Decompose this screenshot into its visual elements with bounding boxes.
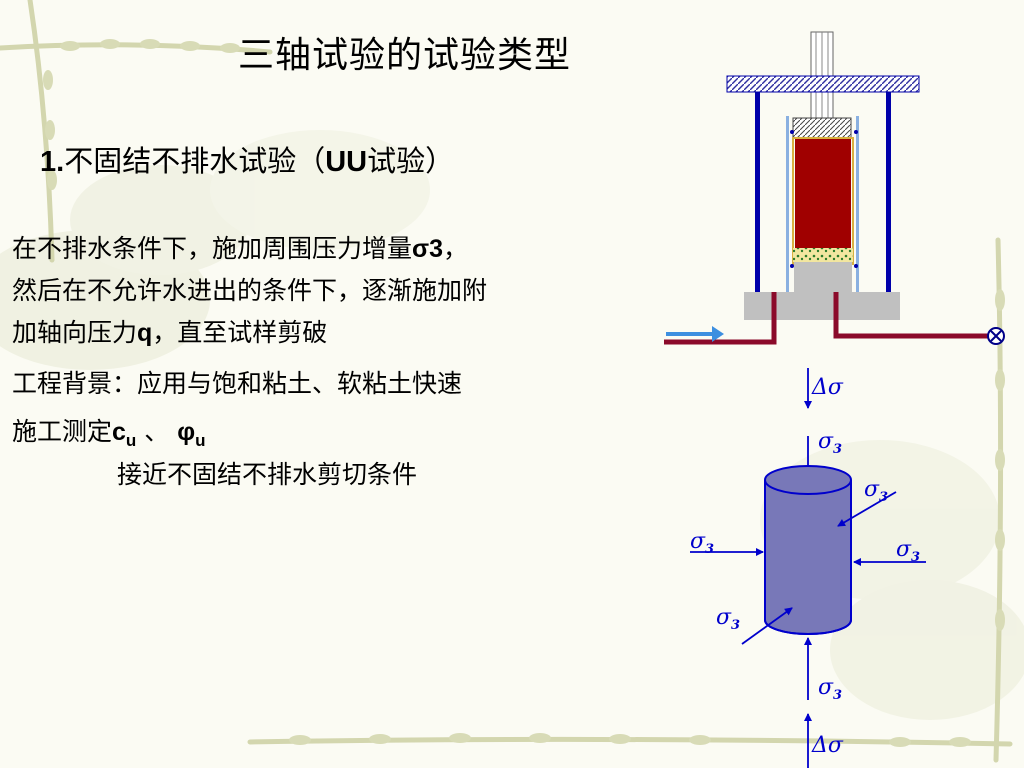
section-number: 1. bbox=[40, 146, 65, 178]
q-symbol: q bbox=[137, 319, 153, 347]
sigma3-symbol: σ3 bbox=[412, 235, 444, 263]
loading-cap bbox=[792, 117, 852, 139]
sigma3-left-label: σ3 bbox=[690, 529, 714, 557]
chamber-wall-right bbox=[856, 116, 859, 292]
top-cap bbox=[726, 75, 920, 93]
measurement-separator: 、 bbox=[136, 417, 178, 446]
delta-sigma-top-label: Δσ bbox=[811, 375, 844, 400]
delta-sigma-bottom-label: Δσ bbox=[811, 733, 844, 758]
stress-state-diagram: Δσ σ3 σ3 σ3 σ3 σ3 σ3 Δσ bbox=[690, 368, 926, 768]
sigma3-back-right-arrow bbox=[837, 491, 897, 527]
section-name: 不固结不排水试验（ bbox=[64, 144, 326, 178]
base-pedestal bbox=[744, 262, 900, 320]
valve-icon[interactable] bbox=[987, 327, 1005, 345]
description-line-2: 然后在不允许水进出的条件下，逐渐施加附 bbox=[12, 276, 488, 305]
triaxial-apparatus-diagram bbox=[664, 31, 1005, 345]
description-paragraph: 在不排水条件下，施加周围压力增量σ3， 然后在不允许水进出的条件下，逐渐施加附 … bbox=[12, 228, 487, 354]
section-name-suffix: 试验） bbox=[367, 144, 455, 178]
sigma3-right-label: σ3 bbox=[896, 537, 920, 565]
soil-sample bbox=[795, 138, 851, 248]
chamber-wall-left bbox=[786, 116, 789, 292]
engineering-background-text: 工程背景：应用与饱和粘土、软粘土快速 bbox=[12, 369, 463, 398]
inflow-arrow bbox=[666, 326, 724, 342]
sigma3-front-left-arrow bbox=[741, 607, 793, 645]
left-tie-rod bbox=[755, 92, 760, 292]
description-line-3: 加轴向压力q，直至试样剪破 bbox=[12, 318, 328, 347]
section-heading: 1.不固结不排水试验（UU试验） bbox=[40, 138, 454, 180]
drainage-line-left bbox=[664, 292, 777, 345]
section-abbr: UU bbox=[325, 146, 368, 178]
sigma3-front-left-label: σ3 bbox=[716, 605, 740, 633]
cu-symbol: cu bbox=[112, 418, 137, 450]
right-tie-rod bbox=[886, 92, 891, 292]
description-line-1: 在不排水条件下，施加周围压力增量σ3， bbox=[12, 234, 469, 263]
drainage-line-right bbox=[833, 292, 996, 339]
sigma3-bottom-label: σ3 bbox=[818, 675, 842, 703]
measurement-line: 施工测定cu 、 φu bbox=[12, 412, 206, 451]
phiu-symbol: φu bbox=[177, 418, 206, 450]
conclusion-text: 接近不固结不排水剪切条件 bbox=[117, 460, 418, 489]
porous-stone bbox=[793, 248, 853, 262]
page-title: 三轴试验的试验类型 bbox=[238, 35, 572, 76]
sample-cylinder bbox=[764, 465, 852, 635]
sigma3-top-label: σ3 bbox=[818, 429, 842, 457]
measurement-prefix: 施工测定 bbox=[12, 417, 113, 446]
sigma3-back-right-label: σ3 bbox=[864, 477, 888, 505]
